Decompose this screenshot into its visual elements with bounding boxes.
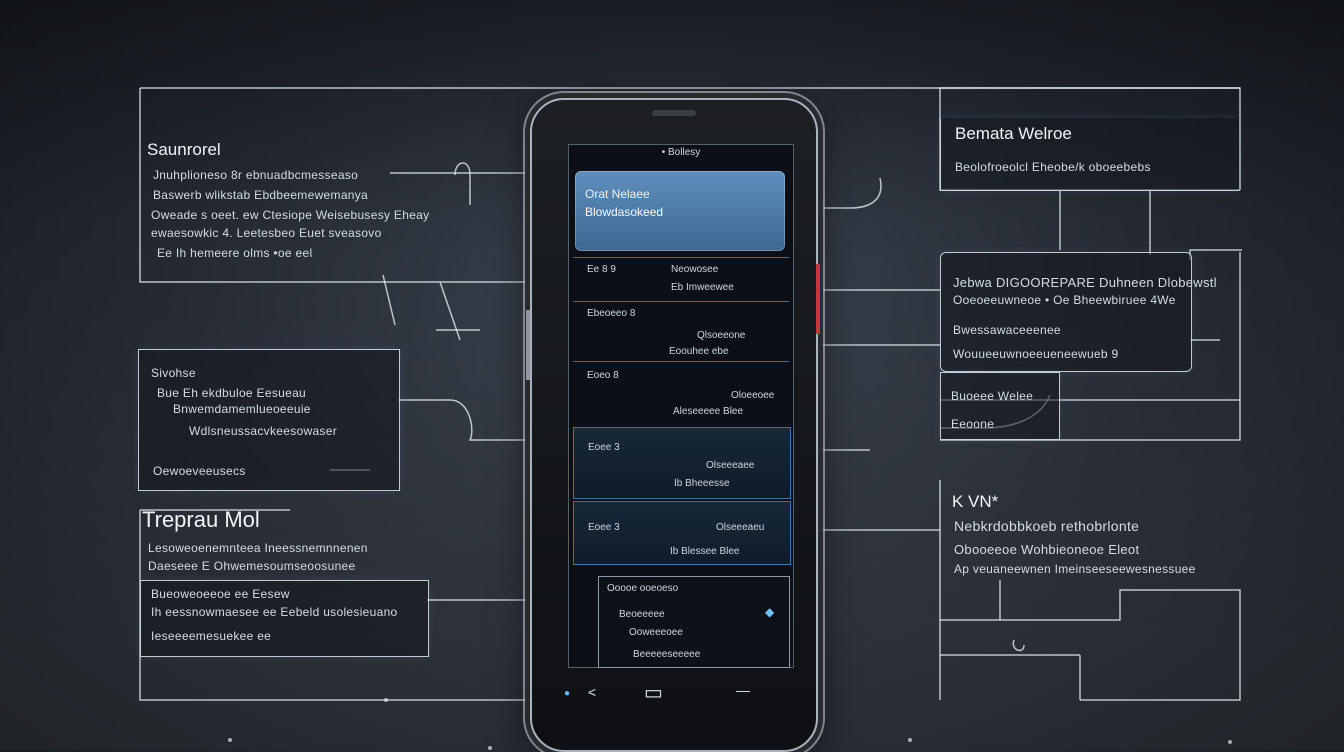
right-small-panel: Buoeee Welee Eeoone xyxy=(940,372,1060,440)
hero-card[interactable]: Orat Nelaee Blowdasokeed xyxy=(575,171,785,251)
list-card[interactable]: Eoee 3 Olseeeaeu Ib Blessee Blee xyxy=(573,501,791,565)
list-item-value: Oloeeoee xyxy=(731,390,775,401)
left-bottom-line-3: Bueoweoeeoe ee Eesew xyxy=(151,587,290,601)
status-bar: • Bollesy xyxy=(661,147,701,158)
power-button[interactable] xyxy=(816,264,820,334)
card-panel-title: Ooooe ooeoeso xyxy=(607,583,679,594)
home-button[interactable]: ▭ xyxy=(644,682,663,704)
back-button[interactable]: < xyxy=(588,684,597,700)
left-bottom-line-5: Ieseeeemesuekee ee xyxy=(151,629,272,643)
right-middle-line-1: Ooeoeeuwneoe • Oe Bheewbiruee 4We xyxy=(953,293,1176,307)
left-top-line-5: Ee Ih hemeere olms •oe eel xyxy=(157,246,313,260)
right-bottom-panel: K VN* Nebkrdobbkoeb rethobrlonte Obooeeo… xyxy=(950,490,1240,590)
recent-apps-button[interactable]: — xyxy=(736,682,750,698)
left-middle-line-4: Oewoeveeusecs xyxy=(153,464,246,478)
card-panel-line-2: Ooweeeoee xyxy=(629,627,683,638)
hero-line-1: Orat Nelaee xyxy=(585,187,650,201)
left-middle-line-3: Wdlsneussacvkeesowaser xyxy=(189,424,337,438)
list-item-label: Ebeoeeo 8 xyxy=(587,308,636,319)
right-bottom-line-1: Nebkrdobbkoeb rethobrlonte xyxy=(954,518,1140,534)
list-item-sub: Eb Imweewee xyxy=(671,282,734,293)
list-item-value: Olseeeaeu xyxy=(716,522,765,533)
diamond-icon: ◆ xyxy=(765,605,775,619)
list-item[interactable]: Ebeoeeo 8 Qlsoeeone Eoouhee ebe xyxy=(573,301,789,360)
volume-button[interactable] xyxy=(526,310,530,380)
right-bottom-line-2: Obooeeoe Wohbieoneoe Eleot xyxy=(954,542,1140,557)
list-item-label: Eoee 3 xyxy=(588,522,620,533)
right-middle-title: Jebwa DIGOOREPARE Duhneen Dlobewstl xyxy=(953,275,1217,290)
left-bottom-title: Treprau Mol xyxy=(142,507,260,532)
right-bottom-title: K VN* xyxy=(952,492,999,511)
list-item[interactable]: Ee 8 9 Neowosee Eb Imweewee xyxy=(573,257,789,300)
smartphone: • Bollesy Orat Nelaee Blowdasokeed Ee 8 … xyxy=(526,98,820,752)
right-top-title: Bemata Welroe xyxy=(955,124,1072,143)
left-middle-line-1: Bue Eh ekdbuloe Eesueau xyxy=(157,386,307,400)
left-bottom-line-4: Ih eessnowmaesee ee Eebeld usolesieuano xyxy=(151,605,398,619)
card-panel-line-1: Beoeeeee xyxy=(619,609,665,620)
right-middle-panel: Jebwa DIGOOREPARE Duhneen Dlobewstl Ooeo… xyxy=(940,252,1217,372)
left-middle-line-2: Bnwemdamemlueoeeuie xyxy=(173,402,311,416)
left-bottom-line-1: Lesoweoenemnteea Ineessnemnnenen xyxy=(148,541,368,555)
left-middle-title: Sivohse xyxy=(151,366,196,380)
right-top-panel: Bemata Welroe Beolofroeolcl Eheobe/k obo… xyxy=(940,118,1239,191)
hero-line-2: Blowdasokeed xyxy=(585,205,664,219)
earpiece-speaker xyxy=(652,110,696,116)
list-item-value: Olseeeaee xyxy=(706,460,755,471)
navigation-bar: ● < ▭ — xyxy=(532,678,816,718)
right-small-title: Buoeee Welee xyxy=(951,389,1034,403)
left-top-panel: Saunrorel Jnuhplioneso 8r ebnuadbcmessea… xyxy=(145,140,429,278)
card-panel[interactable]: Ooooe ooeoeso Beoeeeee Ooweeeoee Beeeees… xyxy=(598,576,790,668)
left-bottom-panel: Treprau Mol Lesoweoenemnteea Ineessnemnn… xyxy=(140,505,427,655)
right-bottom-line-3: Ap veuaneewnen Imeinseeseewesnessuee xyxy=(954,562,1196,576)
right-small-line-1: Eeoone xyxy=(951,417,995,431)
left-middle-panel: Sivohse Bue Eh ekdbuloe Eesueau Bnwemdam… xyxy=(138,349,400,491)
list-item-sub: Ib Bheeesse xyxy=(674,478,730,489)
left-bottom-line-2: Daeseee E Ohwemesoumseoosunee xyxy=(148,559,356,573)
indicator-dot-icon: ● xyxy=(564,688,571,699)
list-item-label: Eoee 3 xyxy=(588,442,620,453)
list-item-sub: Ib Blessee Blee xyxy=(670,546,740,557)
left-top-line-2: Baswerb wlikstab Ebdbeemewemanya xyxy=(153,188,369,202)
list-item-sub: Eoouhee ebe xyxy=(669,346,729,357)
card-panel-line-3: Beeeeeseeeee xyxy=(633,649,701,660)
list-item-value: Qlsoeeone xyxy=(697,330,746,341)
list-item[interactable]: Eoeo 8 Oloeeoee Aleseeeee Blee xyxy=(573,361,789,424)
left-top-title: Saunrorel xyxy=(147,140,221,159)
right-top-line-1: Beolofroeolcl Eheobe/k oboeebebs xyxy=(955,160,1151,174)
left-top-line-3: Oweade s oeet. ew Ctesiope Weisebusesy E… xyxy=(151,208,430,222)
list-card[interactable]: Eoee 3 Olseeeaee Ib Bheeesse xyxy=(573,427,791,499)
list-item-value: Neowosee xyxy=(671,264,719,275)
list-item-label: Ee 8 9 xyxy=(587,264,616,275)
list-item-label: Eoeo 8 xyxy=(587,370,619,381)
left-bottom-box: Bueoweoeeoe ee Eesew Ih eessnowmaesee ee… xyxy=(140,580,429,657)
right-middle-line-3: Wouueeuwnoeeueneewueb 9 xyxy=(953,347,1119,361)
left-top-line-1: Jnuhplioneso 8r ebnuadbcmesseaso xyxy=(153,168,359,182)
right-middle-line-2: Bwessawaceeenee xyxy=(953,323,1061,337)
left-top-line-4: ewaesowkic 4. Leetesbeo Euet sveasovo xyxy=(151,226,382,240)
list-item-sub: Aleseeeee Blee xyxy=(673,406,744,417)
